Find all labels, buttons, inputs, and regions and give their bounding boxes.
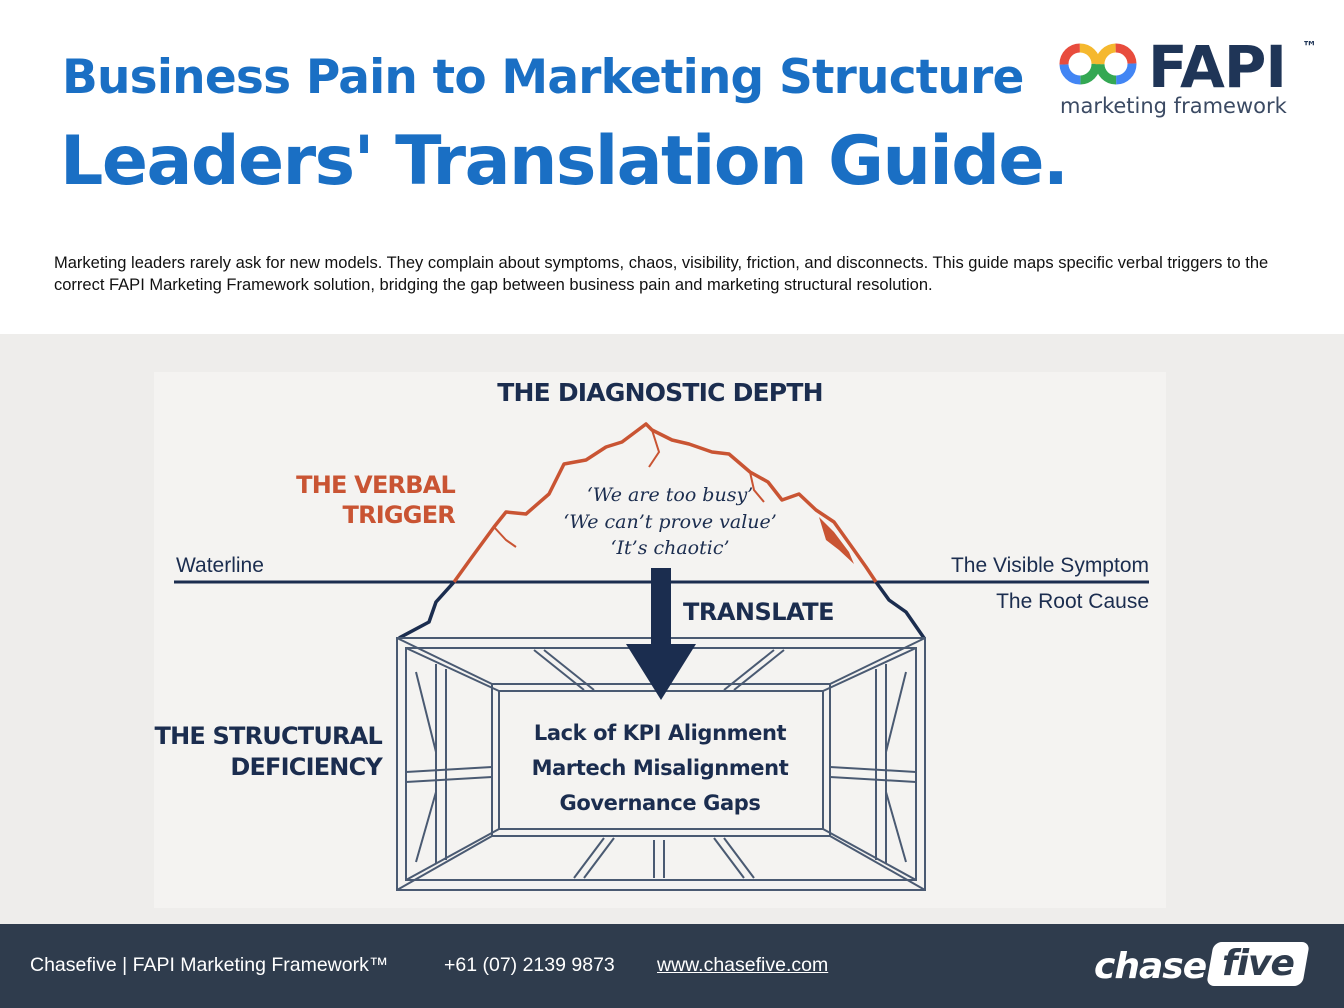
- iceberg-tip: [452, 422, 878, 584]
- root-cause-item: Governance Gaps: [559, 791, 761, 815]
- page-title-line2: Leaders' Translation Guide.: [60, 122, 1069, 201]
- brand-five-badge: five: [1206, 942, 1310, 986]
- footer-bar: Chasefive | FAPI Marketing Framework™ +6…: [0, 924, 1344, 1008]
- structural-deficiency-label: THE STRUCTURAL DEFICIENCY: [120, 721, 383, 783]
- brand-chase-text: chase: [1094, 946, 1207, 987]
- fapi-logo: FAPI ™ marketing framework: [1058, 36, 1334, 128]
- iceberg-tip-crack: [493, 429, 765, 548]
- root-cause-label: The Root Cause: [996, 590, 1149, 613]
- verbal-trigger-line2: TRIGGER: [342, 501, 456, 529]
- footer-company: Chasefive | FAPI Marketing Framework™: [30, 954, 389, 976]
- page-title-line1: Business Pain to Marketing Structure: [62, 50, 1024, 105]
- quote-item: ‘We are too busy’: [586, 484, 754, 506]
- intro-paragraph: Marketing leaders rarely ask for new mod…: [54, 254, 1269, 294]
- quote-item: ‘It’s chaotic’: [610, 537, 730, 559]
- root-cause-item: Lack of KPI Alignment: [533, 721, 787, 745]
- logo-wordmark: FAPI: [1148, 33, 1287, 101]
- fapi-rings-icon: [1059, 43, 1137, 85]
- structural-deficiency-line1: THE STRUCTURAL: [154, 722, 383, 750]
- trigger-quotes: ‘We are too busy’ ‘We can’t prove value’…: [520, 482, 820, 562]
- root-causes-list: Lack of KPI Alignment Martech Misalignme…: [500, 716, 820, 821]
- quote-item: ‘We can’t prove value’: [563, 510, 777, 533]
- diagram-heading: THE DIAGNOSTIC DEPTH: [497, 378, 823, 407]
- footer-website-link[interactable]: www.chasefive.com: [657, 954, 829, 976]
- translate-label: TRANSLATE: [683, 598, 835, 626]
- iceberg-diagram: [174, 422, 1149, 891]
- iceberg-tip-shadow: [819, 517, 854, 564]
- verbal-trigger-line1: THE VERBAL: [296, 471, 456, 499]
- verbal-trigger-label: THE VERBAL TRIGGER: [200, 470, 456, 530]
- waterline-label: Waterline: [176, 554, 264, 577]
- footer-phone[interactable]: +61 (07) 2139 9873: [444, 954, 615, 976]
- iceberg-base-outline: [398, 580, 926, 640]
- logo-trademark: ™: [1302, 38, 1317, 56]
- structural-deficiency-line2: DEFICIENCY: [230, 753, 382, 781]
- brand-five-text: five: [1222, 943, 1294, 984]
- logo-subtitle: marketing framework: [1060, 94, 1287, 118]
- translate-arrow-head: [626, 644, 696, 700]
- visible-symptom-label: The Visible Symptom: [950, 554, 1149, 577]
- translate-arrow-shaft: [651, 568, 671, 652]
- root-cause-item: Martech Misalignment: [531, 756, 789, 780]
